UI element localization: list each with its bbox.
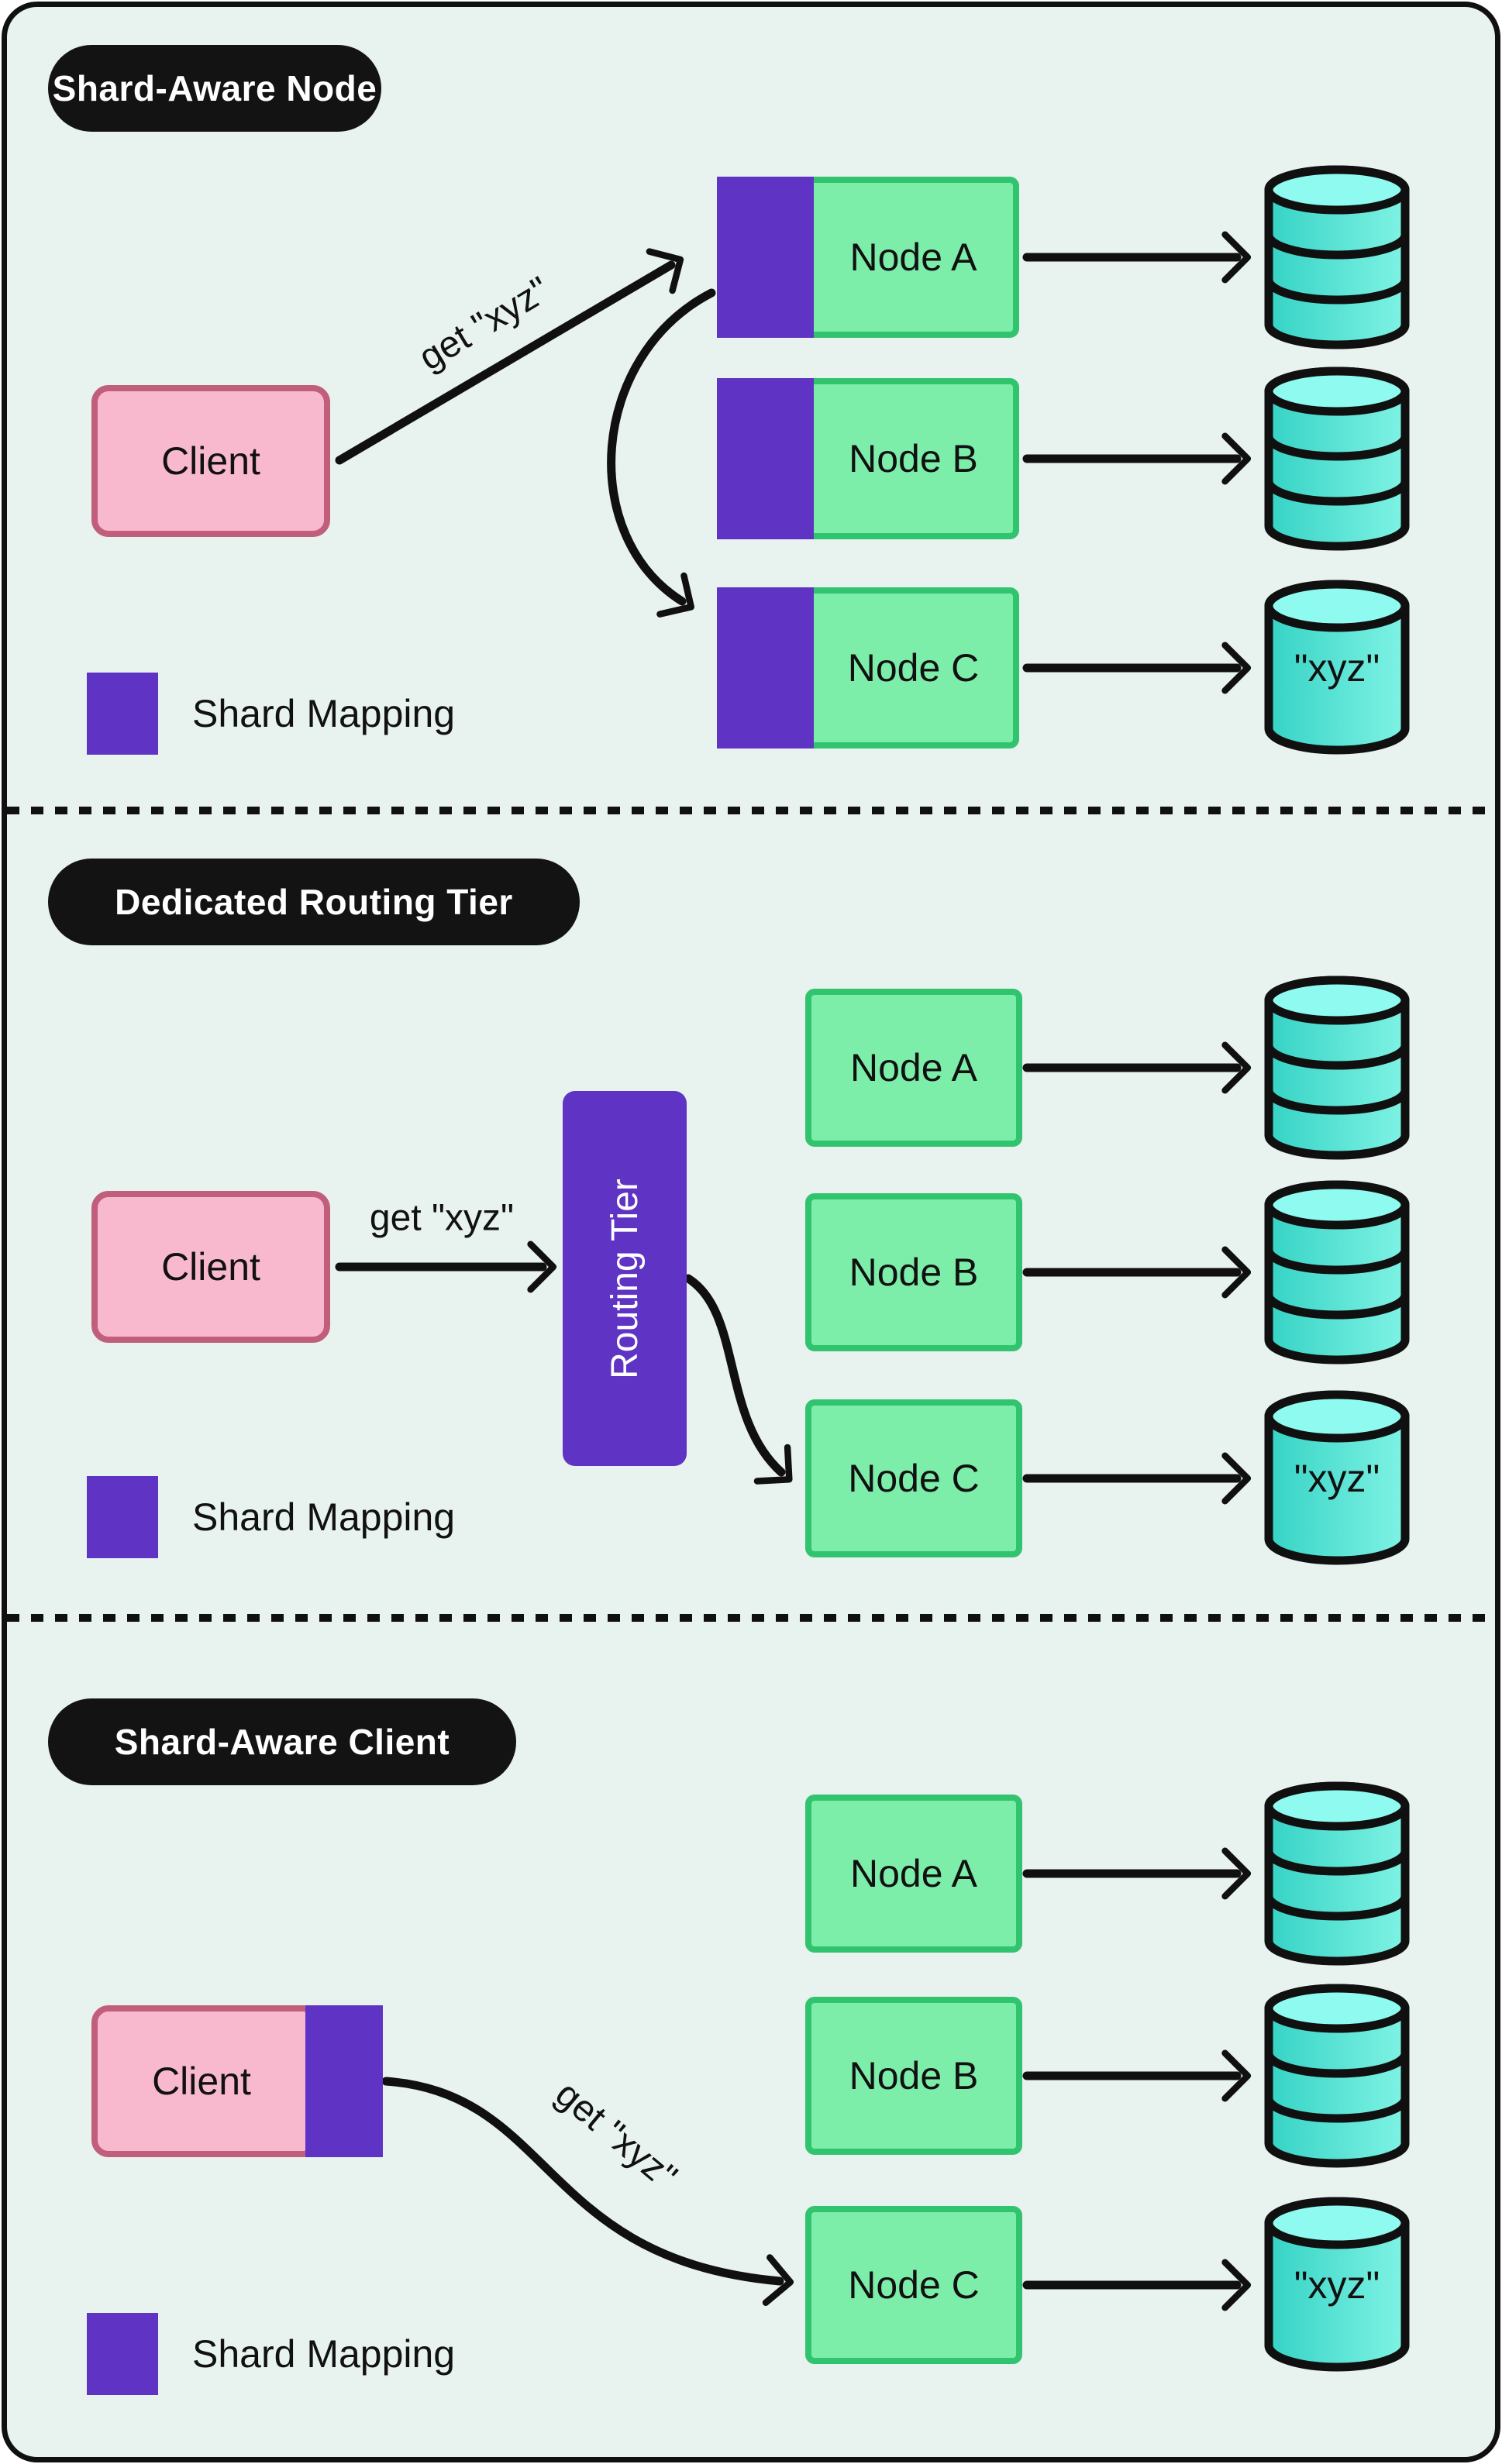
node-label: Node C bbox=[848, 1457, 980, 1500]
node-label: Node B bbox=[849, 1251, 979, 1294]
database-stack-icon bbox=[1269, 170, 1405, 345]
section-title: Dedicated Routing Tier bbox=[115, 882, 513, 922]
legend: Shard Mapping bbox=[87, 1476, 455, 1558]
client-box: Client bbox=[91, 2005, 383, 2157]
section-title-badge: Dedicated Routing Tier bbox=[48, 859, 580, 945]
client-request-arrow bbox=[335, 248, 684, 465]
node-label: Node C bbox=[848, 2263, 980, 2307]
client-label: Client bbox=[152, 2060, 251, 2103]
section-title-badge: Shard-Aware Client bbox=[48, 1698, 516, 1785]
routing-tier-label: Routing Tier bbox=[604, 1178, 646, 1379]
node-b-box: Node B bbox=[805, 1997, 1022, 2155]
routing-tier-box: Routing Tier bbox=[563, 1091, 687, 1466]
client-label: Client bbox=[161, 1245, 260, 1289]
shard-mapping-strip bbox=[717, 587, 814, 748]
node-label: Node A bbox=[849, 1852, 977, 1895]
node-label: Node C bbox=[847, 646, 980, 690]
section-title: Shard-Aware Client bbox=[114, 1722, 450, 1762]
legend-label: Shard Mapping bbox=[192, 692, 456, 735]
section-title: Shard-Aware Node bbox=[52, 68, 377, 108]
database-stack-icon bbox=[1269, 1988, 1405, 2163]
node-label: Node B bbox=[849, 437, 978, 480]
client-label: Client bbox=[161, 439, 260, 483]
shard-mapping-swatch bbox=[87, 2313, 158, 2395]
shard-mapping-strip bbox=[717, 177, 814, 338]
request-label: get "xyz" bbox=[369, 1197, 515, 1239]
shard-mapping-swatch bbox=[87, 1476, 158, 1558]
shard-mapping-swatch bbox=[87, 673, 158, 755]
node-b-box: Node B bbox=[805, 1193, 1022, 1351]
node-b-box: Node B bbox=[717, 378, 1019, 539]
database-stack-icon bbox=[1269, 1185, 1405, 1360]
db-value-label: "xyz" bbox=[1294, 1457, 1380, 1500]
node-label: Node A bbox=[849, 236, 977, 279]
db-value-label: "xyz" bbox=[1294, 646, 1380, 690]
database-stack-icon bbox=[1269, 980, 1405, 1155]
legend-label: Shard Mapping bbox=[192, 1495, 456, 1539]
router-forward-arrow bbox=[684, 1274, 793, 1485]
node-a-box: Node A bbox=[805, 989, 1022, 1147]
node-c-box: Node C bbox=[805, 2206, 1022, 2364]
node-forward-arrow bbox=[607, 288, 716, 618]
db-value-label: "xyz" bbox=[1294, 2263, 1380, 2307]
legend: Shard Mapping bbox=[87, 2313, 455, 2395]
legend-label: Shard Mapping bbox=[192, 2332, 456, 2376]
client-box: Client bbox=[91, 1191, 330, 1343]
client-request-arrow bbox=[381, 2077, 794, 2306]
node-c-box: Node C bbox=[805, 1399, 1022, 1557]
shard-mapping-strip bbox=[305, 2005, 383, 2157]
node-a-box: Node A bbox=[805, 1795, 1022, 1953]
node-c-box: Node C bbox=[717, 587, 1019, 748]
node-label: Node A bbox=[849, 1046, 977, 1089]
node-a-box: Node A bbox=[717, 177, 1019, 338]
shard-mapping-strip bbox=[717, 378, 814, 539]
node-label: Node B bbox=[849, 2054, 979, 2097]
section-title-badge: Shard-Aware Node bbox=[48, 45, 381, 132]
client-box: Client bbox=[91, 385, 330, 537]
legend: Shard Mapping bbox=[87, 673, 455, 755]
database-stack-icon bbox=[1269, 1786, 1405, 1961]
database-stack-icon bbox=[1269, 371, 1405, 546]
